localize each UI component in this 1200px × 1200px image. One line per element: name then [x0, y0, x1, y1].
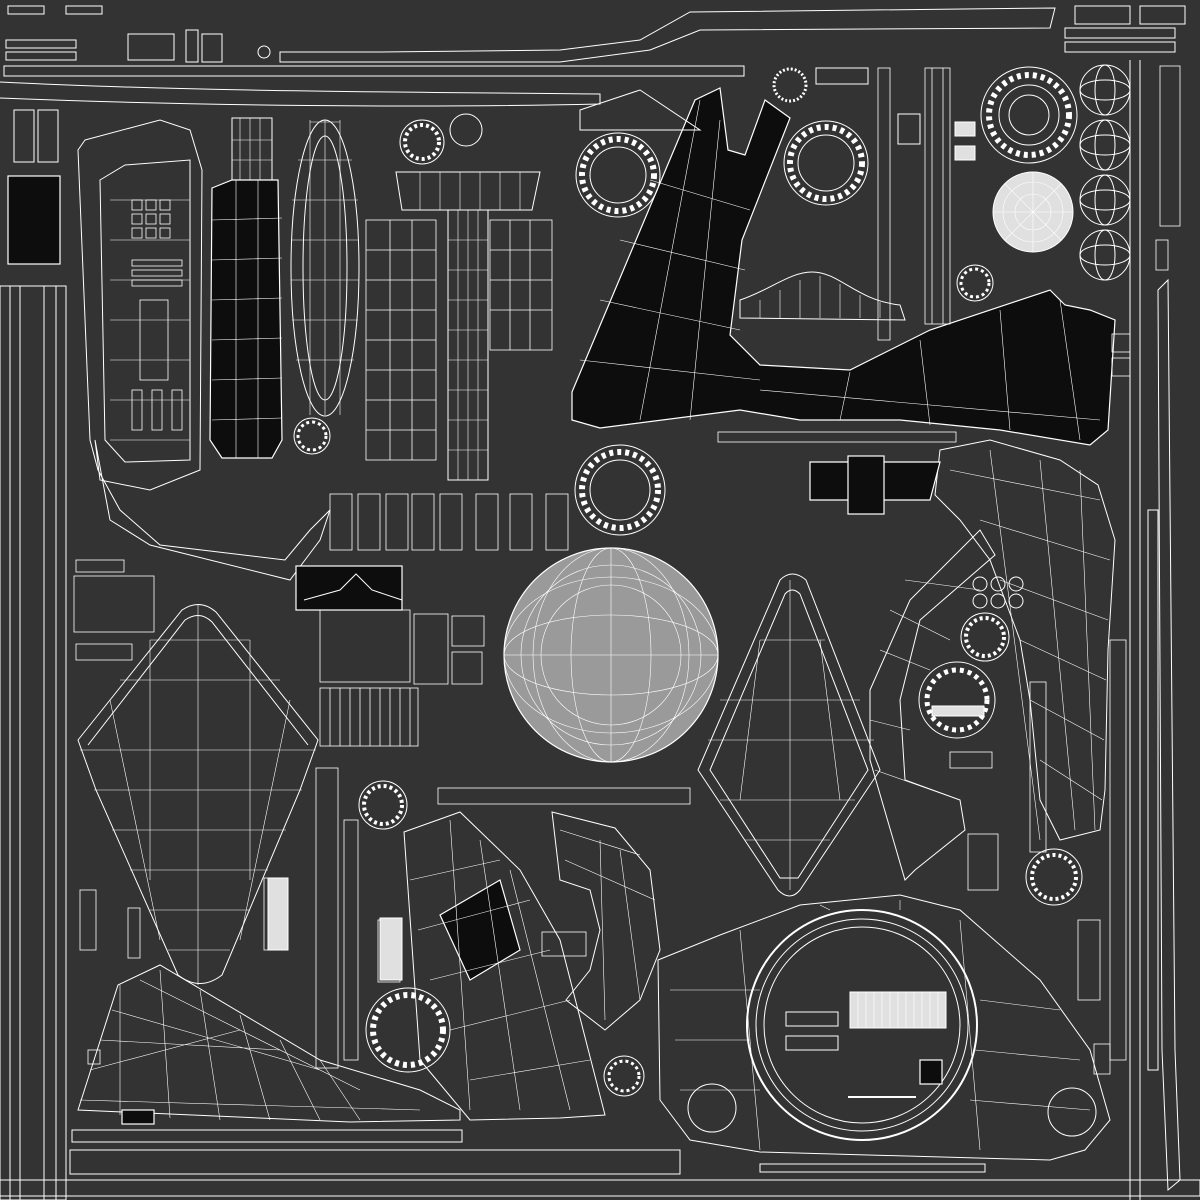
dark-wing-shell-uv	[571, 87, 1116, 446]
gear-ring-cluster-uv	[293, 66, 1083, 1097]
left-frame-loop-uv	[7, 109, 331, 581]
tall-elliptic-pod-uv	[290, 119, 360, 417]
bottom-border-strip	[0, 1129, 1200, 1197]
globe-cluster-uv	[972, 64, 1131, 609]
center-column-uv	[365, 171, 553, 481]
large-sphere-uv	[503, 547, 719, 763]
small-parts-cluster-uv	[73, 29, 1181, 1125]
top-border-strip	[0, 5, 1186, 107]
right-curved-arm-uv	[551, 439, 1116, 1031]
left-border-strip	[0, 285, 67, 1200]
center-spearhead-uv	[697, 573, 881, 897]
bottom-right-hull-uv	[657, 894, 1111, 1161]
tall-dark-panel-uv	[209, 117, 283, 459]
bottom-left-fan-uv	[77, 811, 606, 1123]
